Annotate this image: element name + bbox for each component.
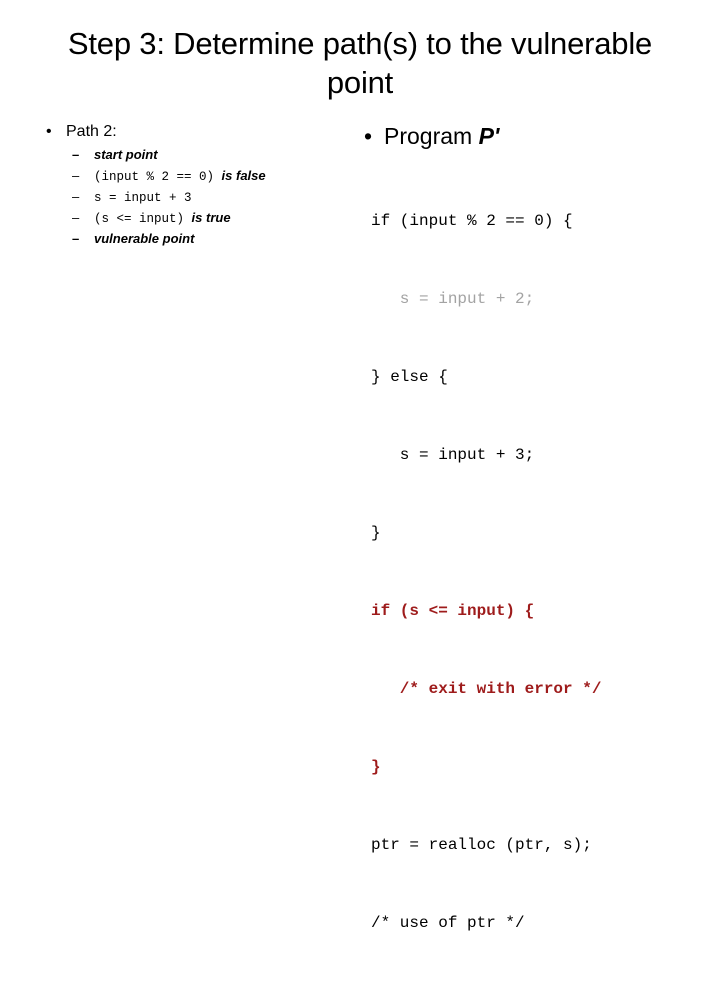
- path-heading: • Path 2:: [28, 122, 358, 142]
- code-line: s = input + 3;: [371, 446, 535, 464]
- right-column: • Program P' if (input % 2 == 0) { s = i…: [362, 122, 712, 988]
- list-item-emphasis: is false: [221, 168, 266, 183]
- code-line: } else {: [371, 368, 448, 386]
- dash-icon: –: [72, 147, 80, 162]
- program-code-block: if (input % 2 == 0) { s = input + 2; } e…: [362, 156, 712, 988]
- list-item: – start point: [28, 145, 358, 166]
- code-line: ptr = realloc (ptr, s);: [371, 836, 592, 854]
- list-item: – (input % 2 == 0) is false: [28, 166, 358, 187]
- list-item-emphasis: start point: [94, 147, 158, 162]
- list-item-code: (s <= input): [94, 212, 192, 226]
- list-item-code: (input % 2 == 0): [94, 170, 222, 184]
- program-heading: • Program P': [362, 122, 712, 150]
- code-line: if (input % 2 == 0) {: [371, 212, 573, 230]
- path-heading-label: Path 2:: [66, 123, 117, 140]
- program-name: P': [478, 123, 500, 149]
- code-line: if (s <= input) {: [371, 602, 535, 620]
- slide: Step 3: Determine path(s) to the vulnera…: [0, 26, 720, 932]
- code-line: /* exit with error */: [371, 680, 602, 698]
- bullet-dot-icon: •: [364, 123, 373, 149]
- code-line: }: [371, 758, 381, 776]
- list-item: – s = input + 3: [28, 187, 358, 208]
- list-item-code: s = input + 3: [94, 191, 192, 205]
- code-line: /* use of ptr */: [371, 914, 525, 932]
- list-item-emphasis: is true: [191, 210, 231, 225]
- dash-icon: –: [72, 231, 80, 246]
- left-column: • Path 2: – start point – (input % 2 == …: [28, 122, 358, 250]
- dash-icon: –: [72, 168, 80, 183]
- dash-icon: –: [72, 210, 80, 225]
- list-item: – vulnerable point: [28, 229, 358, 250]
- path-step-list: – start point – (input % 2 == 0) is fals…: [28, 145, 358, 250]
- code-line: s = input + 2;: [371, 290, 535, 308]
- slide-body: • Path 2: – start point – (input % 2 == …: [0, 122, 720, 932]
- list-item-emphasis: vulnerable point: [94, 231, 195, 246]
- dash-icon: –: [72, 189, 80, 204]
- list-item: – (s <= input) is true: [28, 208, 358, 229]
- page-title: Step 3: Determine path(s) to the vulnera…: [67, 26, 653, 101]
- code-line: }: [371, 524, 381, 542]
- bullet-dot-icon: •: [46, 123, 52, 140]
- program-heading-label: Program: [384, 123, 479, 149]
